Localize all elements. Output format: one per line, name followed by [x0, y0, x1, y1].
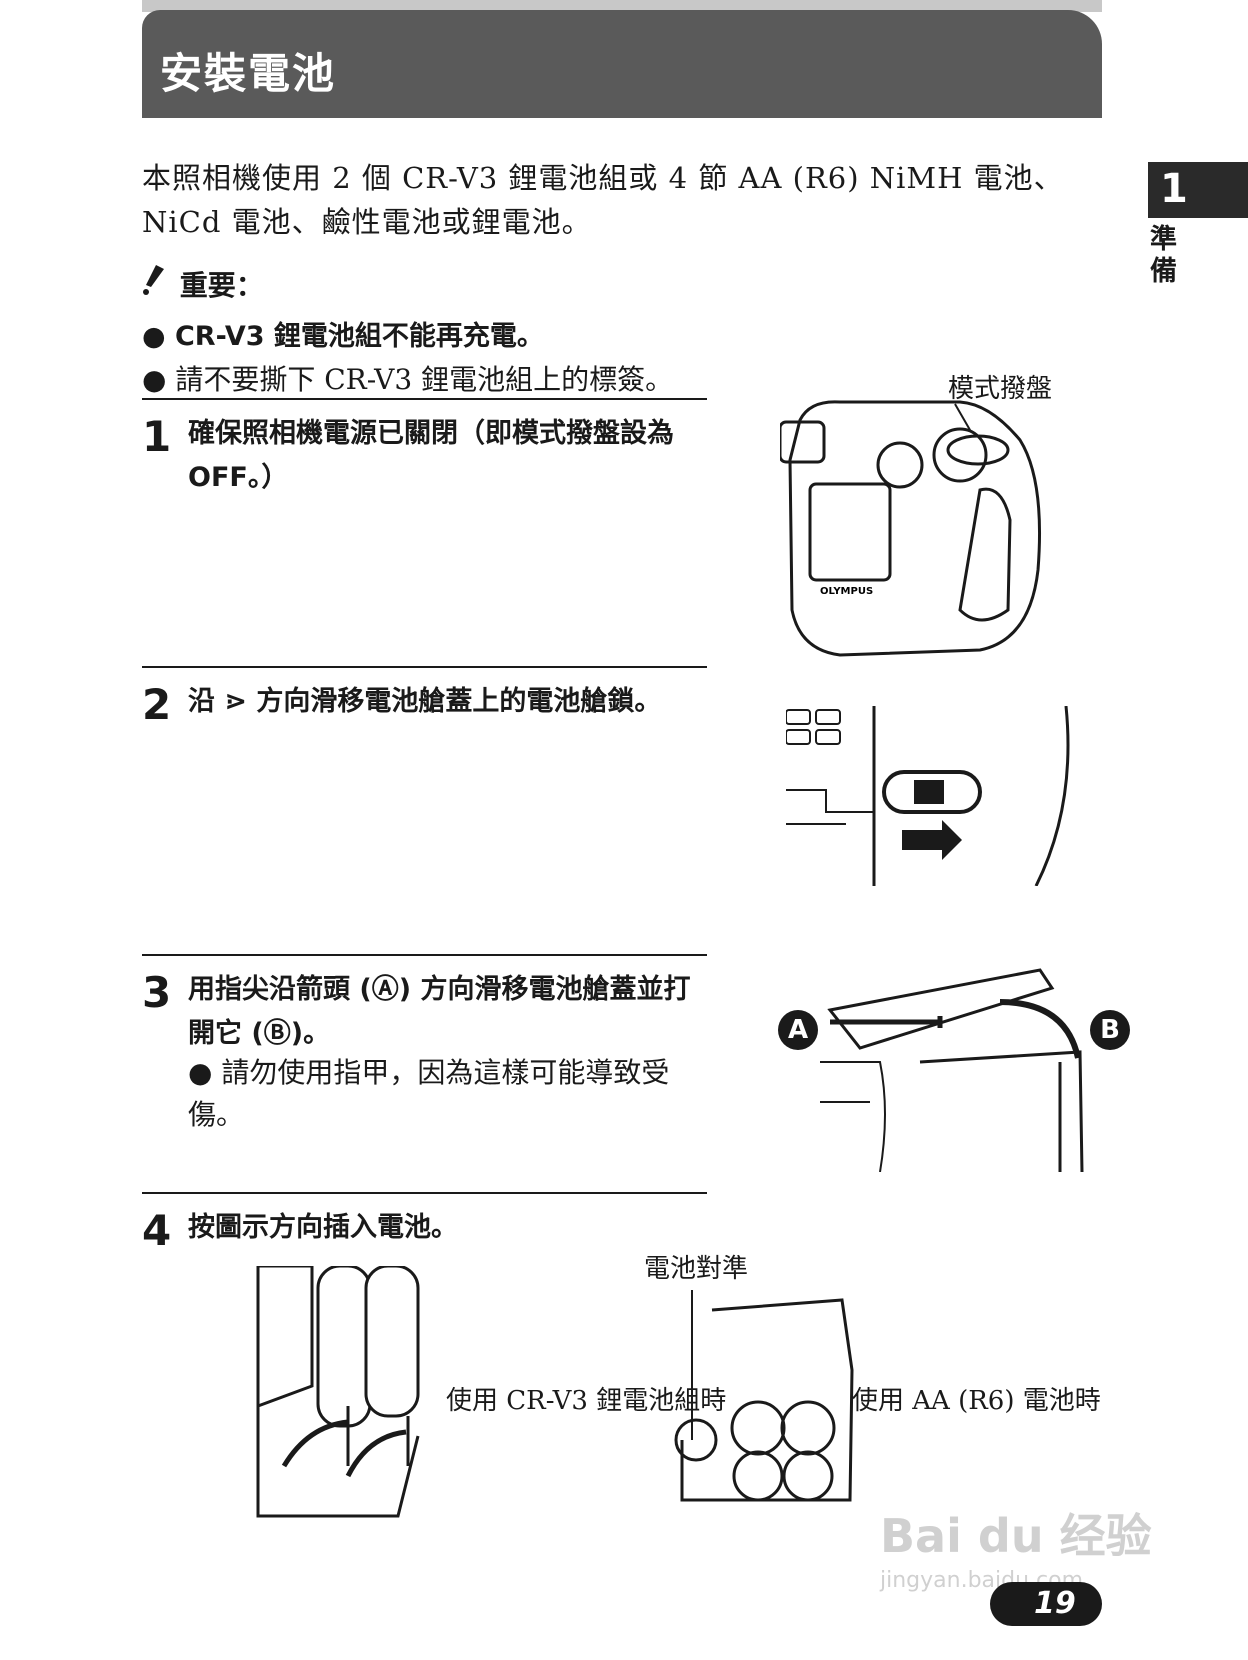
aa-caption: 使用 AA (R6) 電池時	[852, 1386, 1101, 1416]
camera-figure: OLYMPUS	[780, 400, 1041, 657]
important-icon	[142, 265, 170, 302]
battery-lock-figure	[786, 706, 1070, 886]
step-4-rule	[142, 1192, 707, 1194]
battery-cover-figure	[820, 968, 1084, 1172]
label-b: B	[1090, 1010, 1130, 1050]
important-heading: 重要：	[142, 264, 264, 304]
step-3-note-text: 請勿使用指甲，因為這樣可能導致受傷。	[188, 1056, 670, 1131]
aa-insert-figure	[674, 1290, 854, 1502]
step-1-rule	[142, 398, 707, 400]
important-bullet-1: ● CR-V3 鋰電池組不能再充電。	[142, 321, 544, 352]
chapter-tab: 1	[1148, 162, 1248, 218]
page-number-badge: 19	[990, 1582, 1102, 1626]
intro-paragraph: 本照相機使用 2 個 CR-V3 鋰電池組或 4 節 AA (R6) NiMH …	[142, 161, 1064, 239]
step-2-text: 沿 ⋗ 方向滑移電池艙蓋上的電池艙鎖。	[188, 686, 662, 717]
page-title: 安裝電池	[160, 49, 337, 98]
step-3-note: ● 請勿使用指甲，因為這樣可能導致受傷。	[188, 1056, 670, 1131]
step-4-number: 4	[142, 1206, 172, 1255]
step-1-number: 1	[142, 412, 172, 461]
chapter-label: 準備	[1150, 224, 1177, 287]
important-bullet-2-text: 請不要撕下 CR-V3 鋰電池組上的標簽。	[175, 363, 674, 396]
camera-brand: OLYMPUS	[820, 586, 873, 597]
step-3-text: 用指尖沿箭頭 (Ⓐ) 方向滑移電池艙蓋並打開它 (Ⓑ)。	[188, 974, 691, 1049]
important-bullet-1-text: CR-V3 鋰電池組不能再充電。	[174, 321, 544, 352]
title-bar: 安裝電池	[142, 10, 1102, 118]
align-label: 電池對準	[644, 1254, 749, 1284]
crv3-caption: 使用 CR-V3 鋰電池組時	[446, 1386, 727, 1416]
chapter-number: 1	[1160, 166, 1188, 212]
watermark-brand: Bai du 经验	[880, 1509, 1152, 1563]
important-bullet-2: ● 請不要撕下 CR-V3 鋰電池組上的標簽。	[142, 363, 674, 396]
page-number: 19	[1034, 1586, 1076, 1621]
step-1-text: 確保照相機電源已關閉（即模式撥盤設為 OFF。）	[188, 418, 674, 493]
step-3-rule	[142, 954, 707, 956]
crv3-insert-figure	[256, 1266, 420, 1518]
mode-dial-label: 模式撥盤	[948, 374, 1053, 404]
step-2-number: 2	[142, 680, 172, 729]
label-a: A	[778, 1010, 818, 1050]
top-rule	[142, 0, 1102, 12]
step-4-text: 按圖示方向插入電池。	[188, 1212, 458, 1243]
important-heading-text: 重要：	[179, 269, 264, 302]
step-2-rule	[142, 666, 707, 668]
step-3-number: 3	[142, 968, 172, 1017]
